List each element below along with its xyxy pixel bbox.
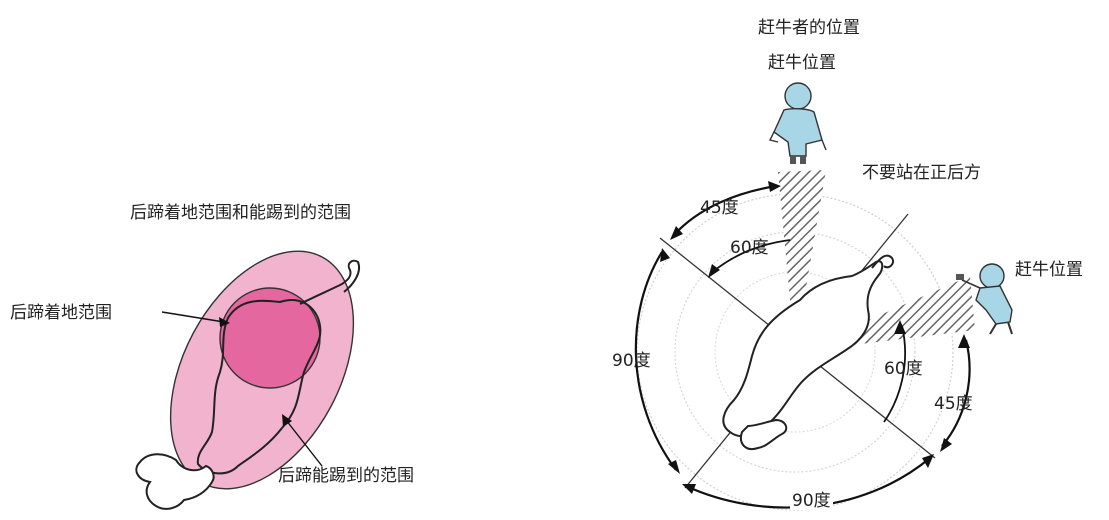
warning-label: 不要站在正后方 <box>862 163 981 183</box>
top-worker-label-line1: 赶牛者的位置 <box>758 18 860 38</box>
arrowhead-upper-45 <box>768 181 781 192</box>
arrowhead-left-90-bottom <box>668 460 680 474</box>
outer-pointer-arrowhead <box>282 414 292 427</box>
upper-safe-sector <box>778 170 826 352</box>
outer-label-pointer <box>285 419 323 467</box>
angle-label-upper-45: 45度 <box>700 198 739 218</box>
worker-top-figure <box>768 82 827 164</box>
arc-right-60 <box>883 325 906 423</box>
inner-pointer-arrowhead <box>219 317 230 327</box>
cow-tail <box>299 259 360 305</box>
angle-label-upper-60: 60度 <box>730 238 769 258</box>
arrowhead-right-60 <box>894 320 906 334</box>
cow-head-right <box>740 418 788 450</box>
arrowhead-upper-60 <box>708 264 720 278</box>
arrowhead-left-90-top <box>660 248 670 262</box>
worker-side-figure <box>956 263 1013 335</box>
landing-range-label: 后蹄着地范围 <box>10 303 112 323</box>
cow-outline-right <box>722 260 884 438</box>
inner-label-pointer <box>161 311 225 323</box>
arc-upper-45 <box>672 184 777 237</box>
side-worker-label: 赶牛位置 <box>1015 260 1083 280</box>
left-title: 后蹄着地范围和能踢到的范围 <box>130 203 351 223</box>
top-worker-label-line2: 赶牛位置 <box>768 53 836 73</box>
cow-tail-right <box>871 254 894 269</box>
arc-left-90 <box>634 251 677 471</box>
angle-label-right-45: 45度 <box>934 394 973 414</box>
arc-right-45 <box>941 339 971 447</box>
arrowhead-bottom-90-left <box>682 484 696 494</box>
arrowhead-upper-45b <box>670 226 683 240</box>
angle-label-bottom-90: 90度 <box>790 491 833 511</box>
arrowhead-right-45-bottom <box>940 438 952 452</box>
kick-range-label: 后蹄能踢到的范围 <box>278 466 414 486</box>
cow-head <box>135 453 215 510</box>
arrowhead-right-45 <box>958 334 970 348</box>
angle-label-left-90: 90度 <box>612 351 651 371</box>
arrowhead-bottom-90-right <box>922 454 934 468</box>
angle-label-right-60: 60度 <box>884 359 923 379</box>
